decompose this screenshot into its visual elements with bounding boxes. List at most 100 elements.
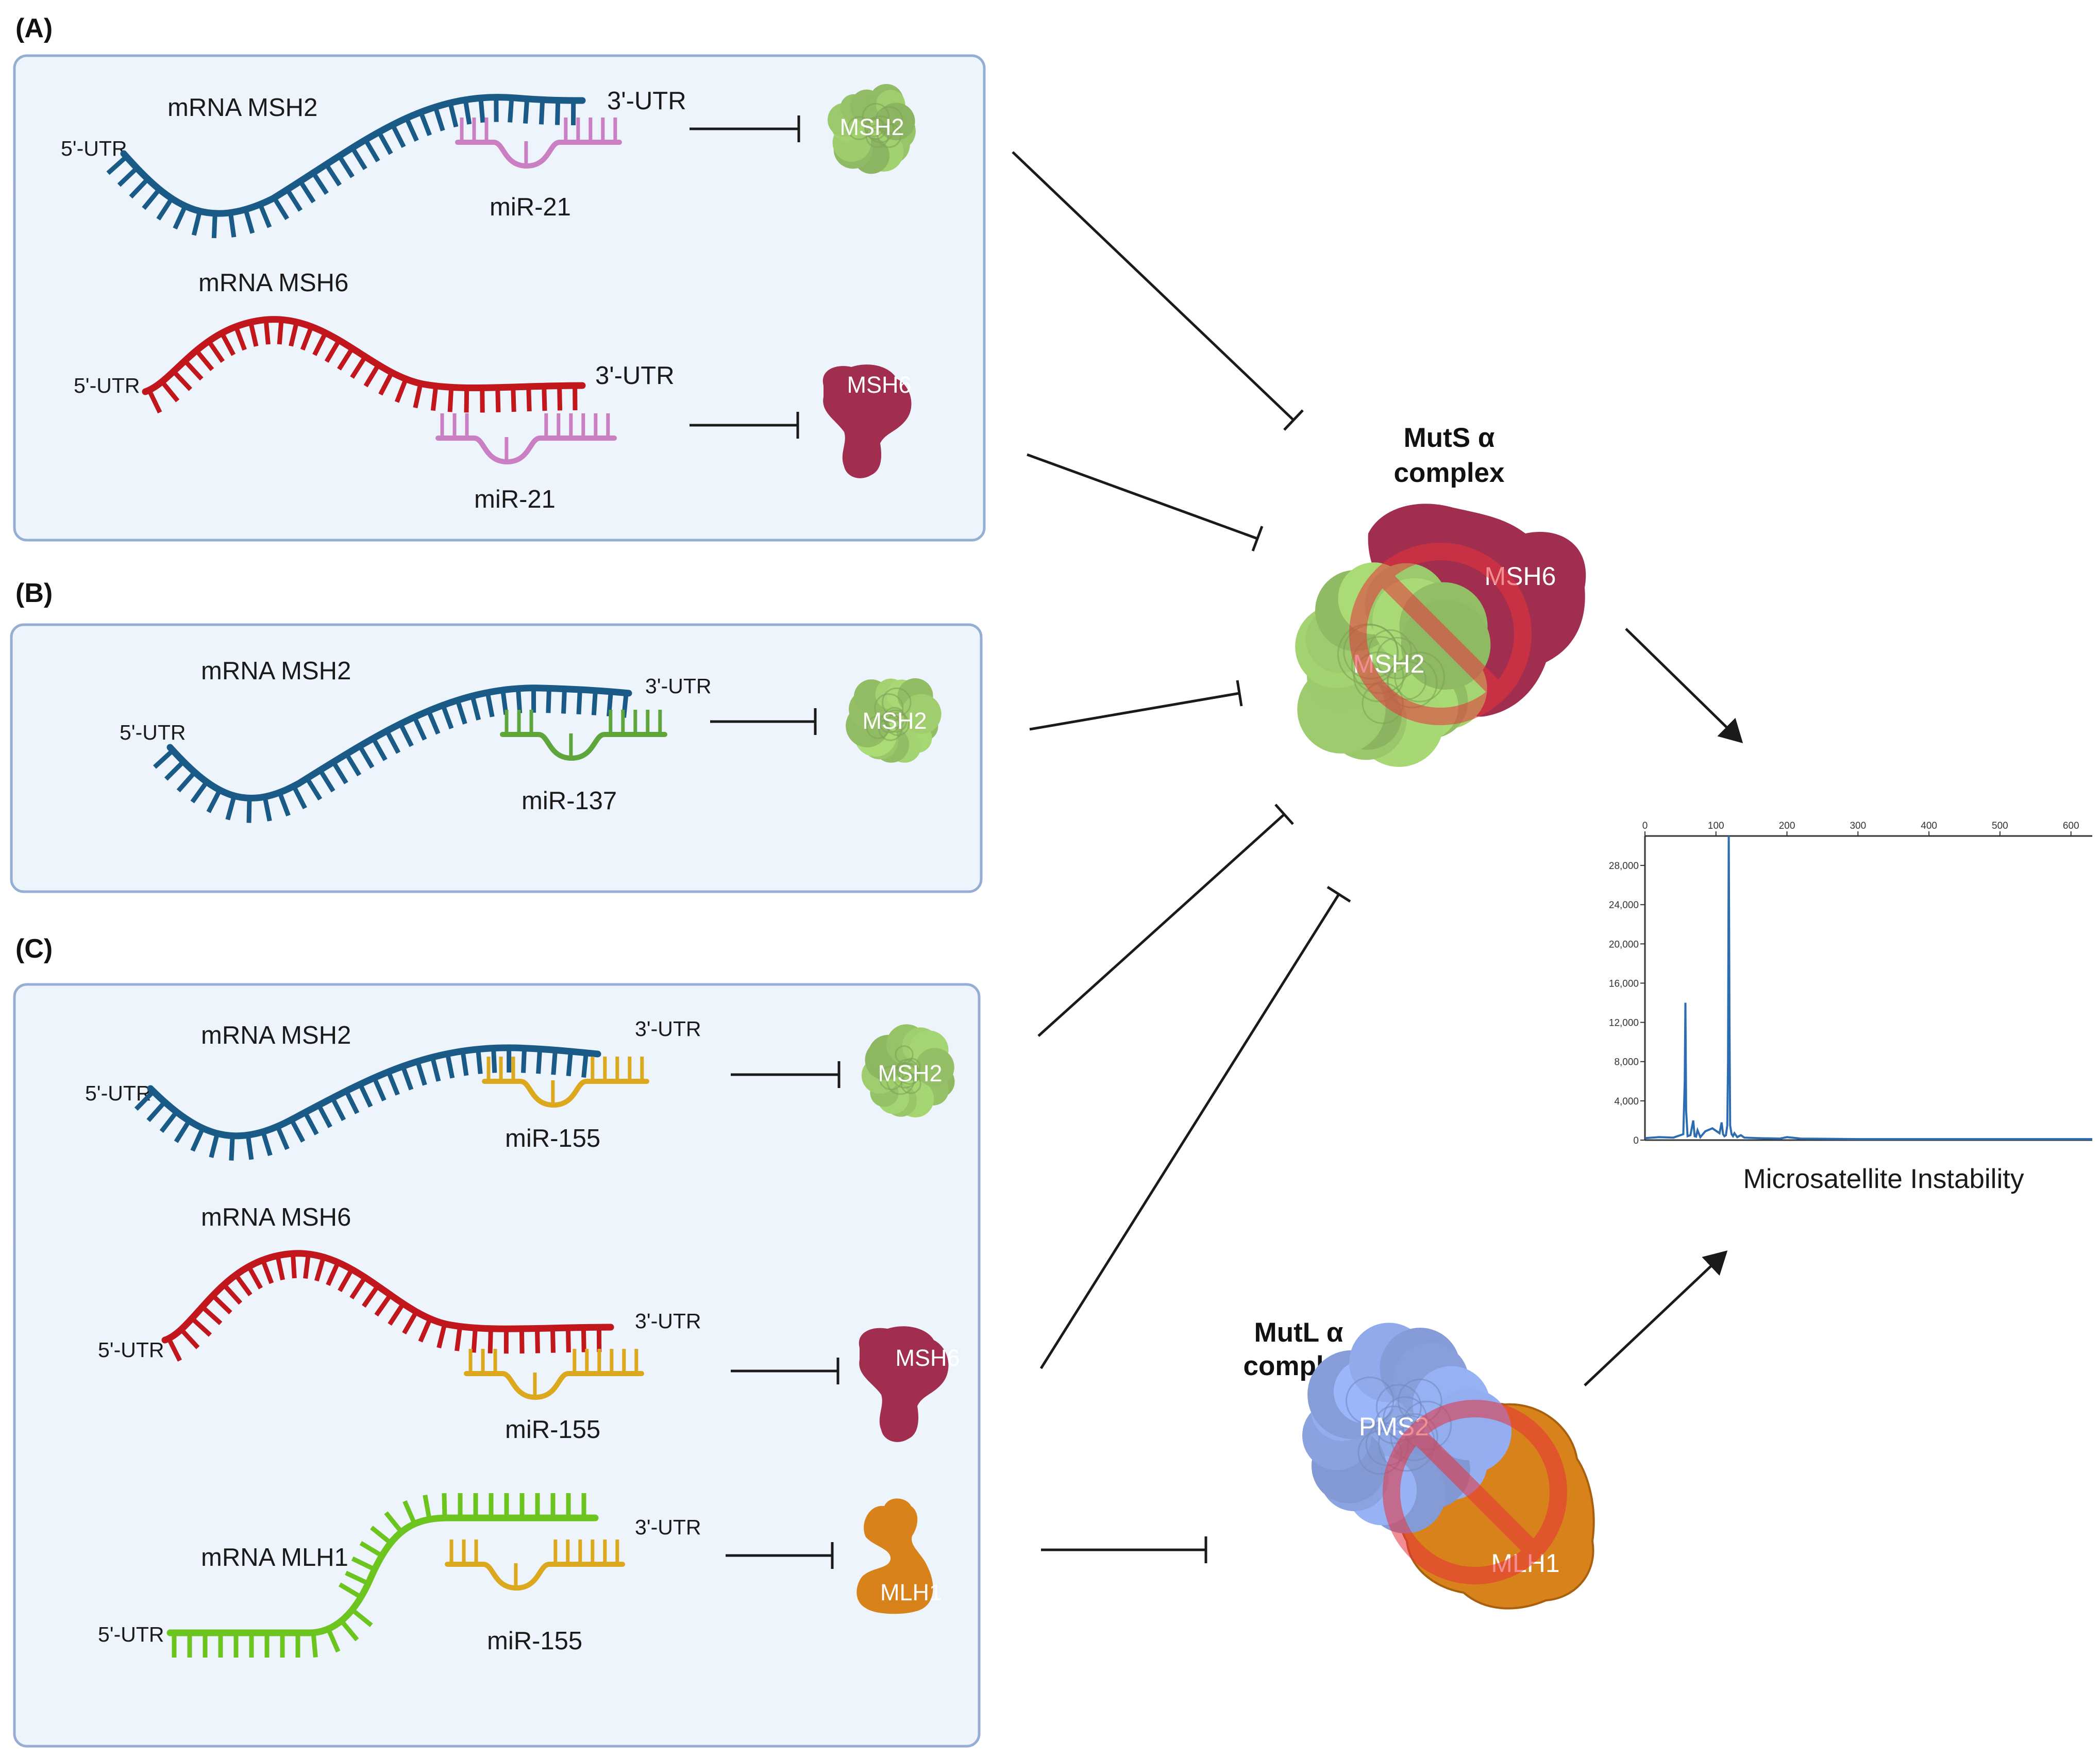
strand-tooth xyxy=(471,1328,478,1353)
strand-tooth xyxy=(225,795,237,821)
msh6-protein: MSH6 xyxy=(822,364,912,478)
strand-tooth xyxy=(129,177,150,199)
strand-tooth xyxy=(418,111,432,137)
strand-tooth xyxy=(291,785,307,810)
protein-texture xyxy=(1394,651,1445,703)
panel-b-row-msh2: mRNA MSH2 5'-UTR 3'-UTR miR-137 MSH2 xyxy=(120,657,942,823)
strand-tooth xyxy=(263,319,271,345)
strand-tooth xyxy=(358,1083,373,1108)
protein-texture xyxy=(883,707,905,729)
utr3-label: 3'-UTR xyxy=(595,362,675,390)
protein-label: MSH6 xyxy=(895,1345,960,1371)
strand-tooth xyxy=(345,1570,369,1586)
strand-tooth xyxy=(324,163,342,187)
utr3-label: 3'-UTR xyxy=(635,1017,701,1041)
muts-title-line1: MutS α xyxy=(1404,423,1495,453)
arrow-muts-to-msi xyxy=(1625,628,1743,743)
strand-tooth xyxy=(260,1259,274,1284)
x-tick-label: 500 xyxy=(1992,821,2008,831)
strand-tooth xyxy=(164,760,186,781)
strand-tooth xyxy=(289,1118,306,1143)
protein-texture xyxy=(1353,651,1404,703)
panel-b-letter: (B) xyxy=(15,578,53,608)
strand-tooth xyxy=(430,386,439,411)
strand-tooth xyxy=(156,197,174,221)
strand-tooth xyxy=(246,1265,263,1290)
mrna-label: mRNA MSH2 xyxy=(201,657,351,685)
strand-tooth xyxy=(245,1134,254,1160)
strand-tooth xyxy=(190,1316,212,1337)
panel-b: (B) mRNA MSH2 5'-UTR 3'-UTR miR-137 MSH2 xyxy=(10,578,983,893)
mrna-msh2-strand xyxy=(120,94,586,217)
muts-alpha-complex: MutS α complex MSH6 MSH2 xyxy=(1295,423,1586,767)
strand-tooth xyxy=(275,1125,290,1150)
y-tick-label: 16,000 xyxy=(1609,978,1639,989)
protein-texture xyxy=(878,716,903,741)
strand-tooth xyxy=(491,1048,497,1073)
strand-tooth xyxy=(445,1053,455,1079)
mirna-mir155-strand xyxy=(445,1562,625,1591)
utr3-label: 3'-UTR xyxy=(607,87,686,115)
y-tick-label: 24,000 xyxy=(1609,900,1639,911)
panel-c-row-msh6: mRNA MSH6 5'-UTR 3'-UTR miR-155 MSH6 xyxy=(98,1203,960,1444)
strand-tooth xyxy=(211,1294,232,1315)
strand-tooth xyxy=(386,1071,400,1096)
strand-tooth xyxy=(460,1050,469,1076)
strand-tooth xyxy=(349,1276,367,1300)
strand-tooth xyxy=(388,1302,406,1326)
mirna-mir155-strand xyxy=(482,1079,649,1108)
protein-texture xyxy=(886,1067,915,1095)
strand-tooth xyxy=(326,1628,341,1653)
mirna-mir137-strand xyxy=(500,732,667,761)
mirna-label: miR-155 xyxy=(505,1416,600,1444)
strand-tooth xyxy=(228,212,237,238)
strand-tooth xyxy=(331,761,348,784)
protein-texture xyxy=(879,1065,904,1091)
protein-label: MLH1 xyxy=(880,1579,942,1606)
protein-texture xyxy=(879,712,900,733)
strand-tooth xyxy=(190,780,209,804)
x-tick-label: 200 xyxy=(1779,821,1795,831)
strand-tooth xyxy=(305,777,323,801)
strand-tooth xyxy=(337,155,355,178)
strand-tooth xyxy=(526,386,532,412)
mirna-label: miR-155 xyxy=(487,1627,582,1655)
protein-texture xyxy=(881,687,912,717)
connector-lines xyxy=(1012,151,1743,1563)
strand-tooth xyxy=(172,370,192,391)
strand-tooth xyxy=(412,716,427,741)
strand-tooth xyxy=(207,340,225,363)
protein-texture xyxy=(875,106,903,134)
strand-tooth xyxy=(350,146,367,170)
strand-tooth xyxy=(542,386,547,411)
strand-tooth xyxy=(222,1283,243,1305)
mrna-msh6-strand xyxy=(161,1250,614,1344)
strand-tooth xyxy=(358,745,375,769)
protein-label: MSH2 xyxy=(878,1060,942,1086)
strand-tooth xyxy=(400,1065,414,1091)
inhibition-arrow-c3-to-mutl xyxy=(1041,1536,1207,1563)
y-tick-label: 12,000 xyxy=(1609,1018,1639,1029)
mrna-msh2-strand xyxy=(147,1044,601,1140)
strand-tooth xyxy=(390,124,406,148)
strand-tooth xyxy=(243,209,255,234)
strand-tooth xyxy=(363,138,380,162)
strand-tooth xyxy=(272,196,290,220)
protein-texture xyxy=(866,715,890,739)
mrna-msh6-strand xyxy=(142,316,586,395)
strand-tooth xyxy=(488,1328,493,1353)
strand-tooth xyxy=(523,98,530,124)
strand-tooth xyxy=(377,131,393,155)
inhibition-symbol xyxy=(1383,1400,1567,1584)
strand-tooth xyxy=(404,117,419,142)
strand-tooth xyxy=(378,371,394,396)
strand-tooth xyxy=(476,1049,483,1074)
strand-tooth xyxy=(508,97,514,123)
strand-tooth xyxy=(338,1582,362,1599)
x-tick-label: 300 xyxy=(1850,821,1866,831)
strand-tooth xyxy=(290,1253,297,1279)
mrna-label: mRNA MSH6 xyxy=(201,1203,351,1231)
strand-tooth xyxy=(261,1131,273,1157)
strand-tooth xyxy=(200,1305,223,1326)
mirna-mir155-strand xyxy=(464,1371,644,1400)
